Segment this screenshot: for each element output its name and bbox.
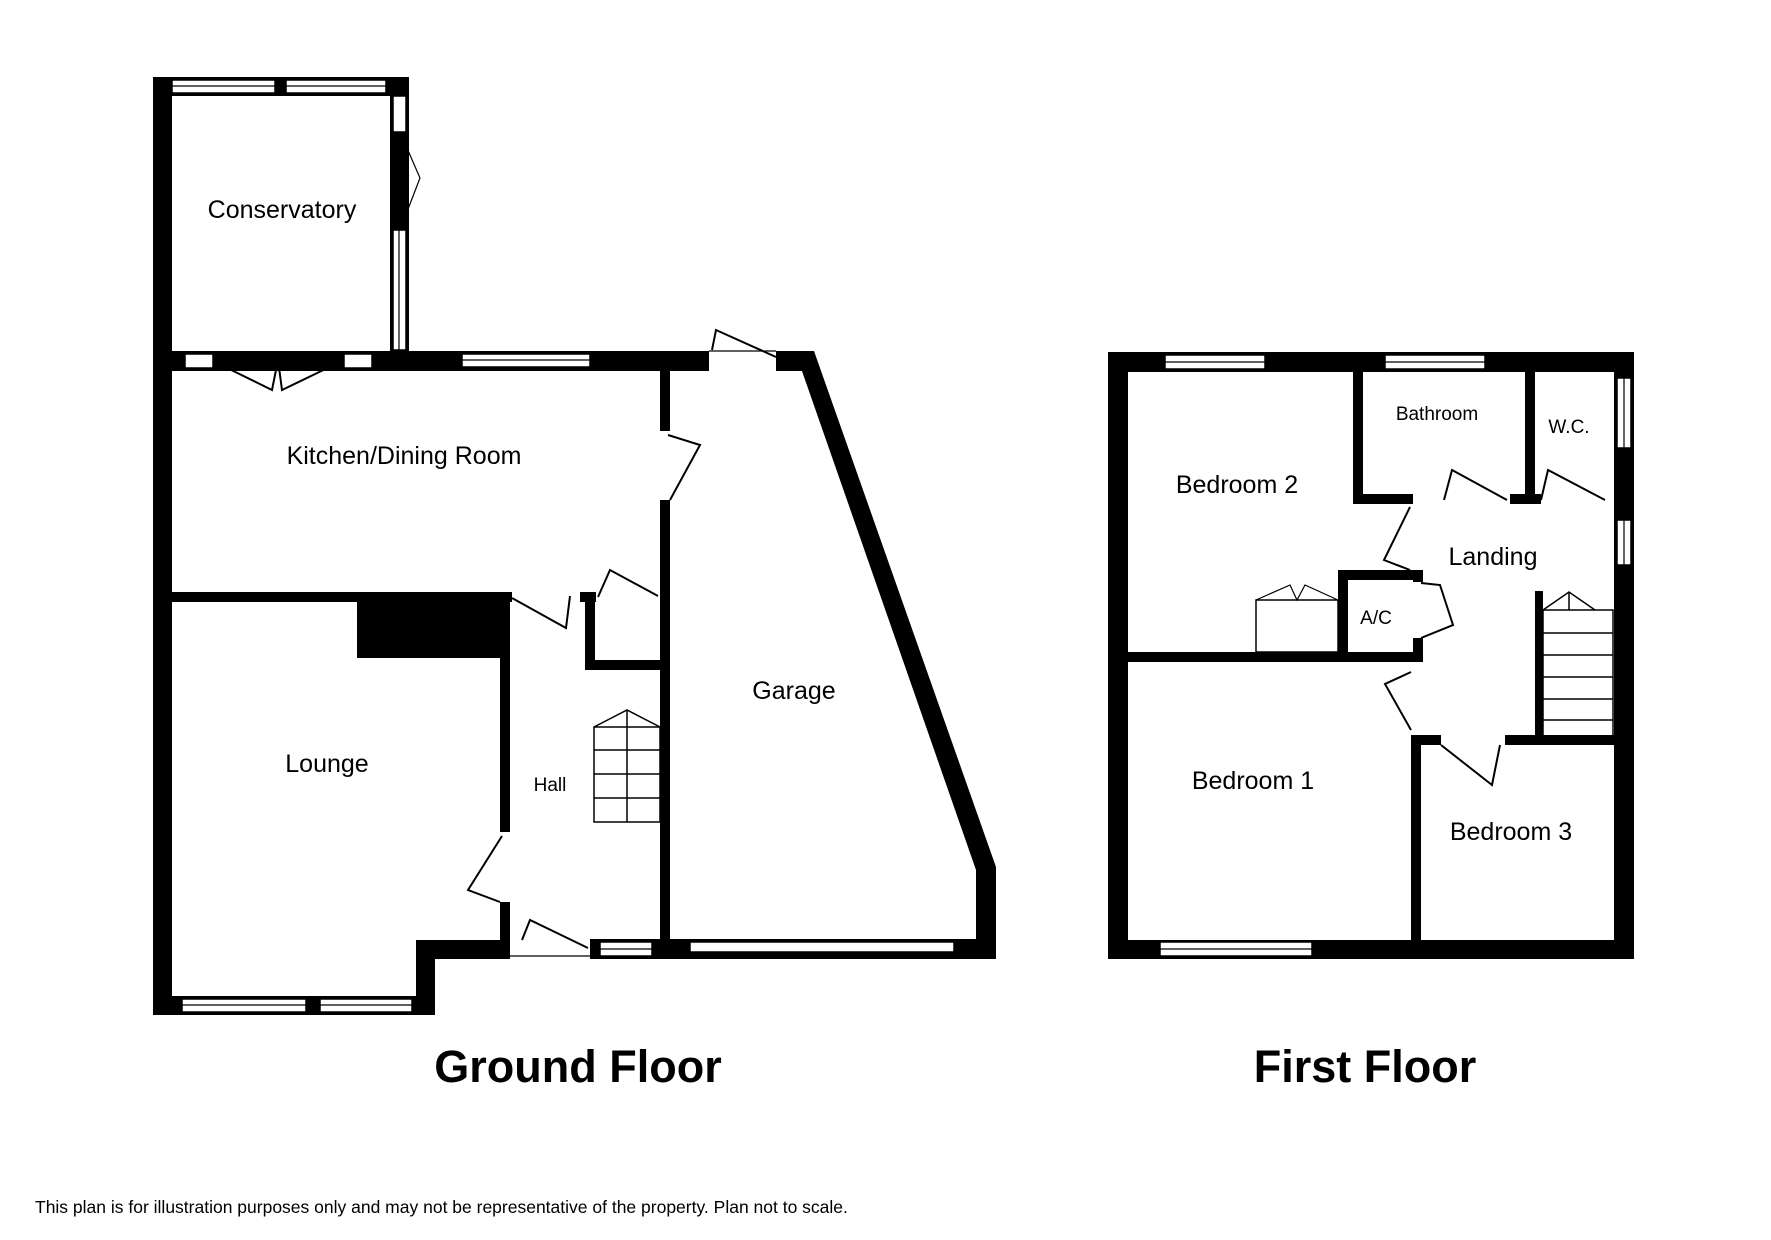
ac-cupboard-north [1338,570,1423,580]
kitchen-garage-partition-top [660,371,670,431]
garage-east-wall [795,351,996,959]
ground-west-wall [153,77,172,1015]
floor-title-ground: Ground Floor [434,1041,721,1092]
window [343,353,373,369]
hall-door-stub [580,592,596,602]
bedroom1-bedroom3-partition [1411,735,1421,945]
bedroom3-north-wall-right [1505,735,1620,745]
room-label-bedroom1: Bedroom 1 [1192,767,1314,795]
window [392,95,407,133]
garage-door [689,941,955,953]
understairs-cupboard-wall-bottom [585,660,665,670]
room-label-bedroom3: Bedroom 3 [1450,818,1572,846]
lounge-hall-partition [500,592,510,832]
ac-cupboard-east [1413,570,1423,582]
kitchen-north-wall [153,351,709,371]
bedroom2-bedroom1-partition [1128,652,1423,662]
wc-south-stub [1525,494,1541,504]
lounge-south-wall [416,940,510,959]
bathroom-south-wall-left [1353,494,1413,504]
chimney-breast [357,600,507,658]
room-label-lounge: Lounge [285,750,368,778]
room-label-hall: Hall [534,775,567,796]
kitchen-lounge-partition [172,592,512,602]
ground-floor-plan: Conservatory Kitchen/Dining Room Lounge … [153,77,996,1092]
wc-door[interactable] [1540,468,1606,501]
conservatory-east-door[interactable] [399,131,421,231]
understairs-cupboard-wall [585,592,595,670]
first-east-wall [1614,352,1634,959]
ac-cupboard-west [1338,570,1348,662]
wardrobe [1255,584,1339,653]
garage-south-wall-right [957,939,996,959]
stair-enclosure-wall [1535,591,1543,741]
bedroom3-north-wall-left [1411,735,1441,745]
kitchen-french-doors[interactable] [214,359,341,392]
bathroom-west-wall [1353,372,1363,504]
lounge-hall-partition-bottom [500,902,510,942]
front-door[interactable] [521,918,589,949]
kitchen-garage-partition [660,500,670,959]
room-label-conservatory: Conservatory [208,196,357,224]
ground-floor-stairs [593,709,661,823]
bathroom-south-wall-right [1510,494,1530,504]
bathroom-wc-partition [1525,372,1535,504]
garage-side-door[interactable] [711,328,777,358]
hall-kitchen-door[interactable] [511,595,571,630]
ac-door[interactable] [1420,582,1455,639]
lounge-hall-door[interactable] [466,835,503,903]
understairs-door[interactable] [597,568,659,598]
room-label-bathroom: Bathroom [1396,404,1478,425]
room-label-bedroom2: Bedroom 2 [1176,471,1298,499]
bedroom1-door[interactable] [1383,671,1412,731]
bedroom2-door[interactable] [1382,506,1411,571]
first-floor-stairs [1542,591,1614,739]
first-floor-plan: Bedroom 2 Bathroom W.C. Landing A/C Bedr… [1108,352,1634,1092]
room-label-ac: A/C [1360,608,1392,629]
disclaimer-text: This plan is for illustration purposes o… [35,1197,848,1217]
room-label-kitchen: Kitchen/Dining Room [287,442,522,470]
window [184,353,214,369]
kitchen-garage-door[interactable] [667,434,702,501]
room-label-wc: W.C. [1548,417,1589,438]
first-west-wall [1108,352,1128,959]
bedroom3-door[interactable] [1440,744,1501,787]
room-label-landing: Landing [1449,543,1538,571]
ac-cupboard-east-bottom [1413,638,1423,662]
floor-title-first: First Floor [1254,1041,1477,1092]
room-label-garage: Garage [752,677,835,705]
bathroom-door[interactable] [1443,468,1508,501]
